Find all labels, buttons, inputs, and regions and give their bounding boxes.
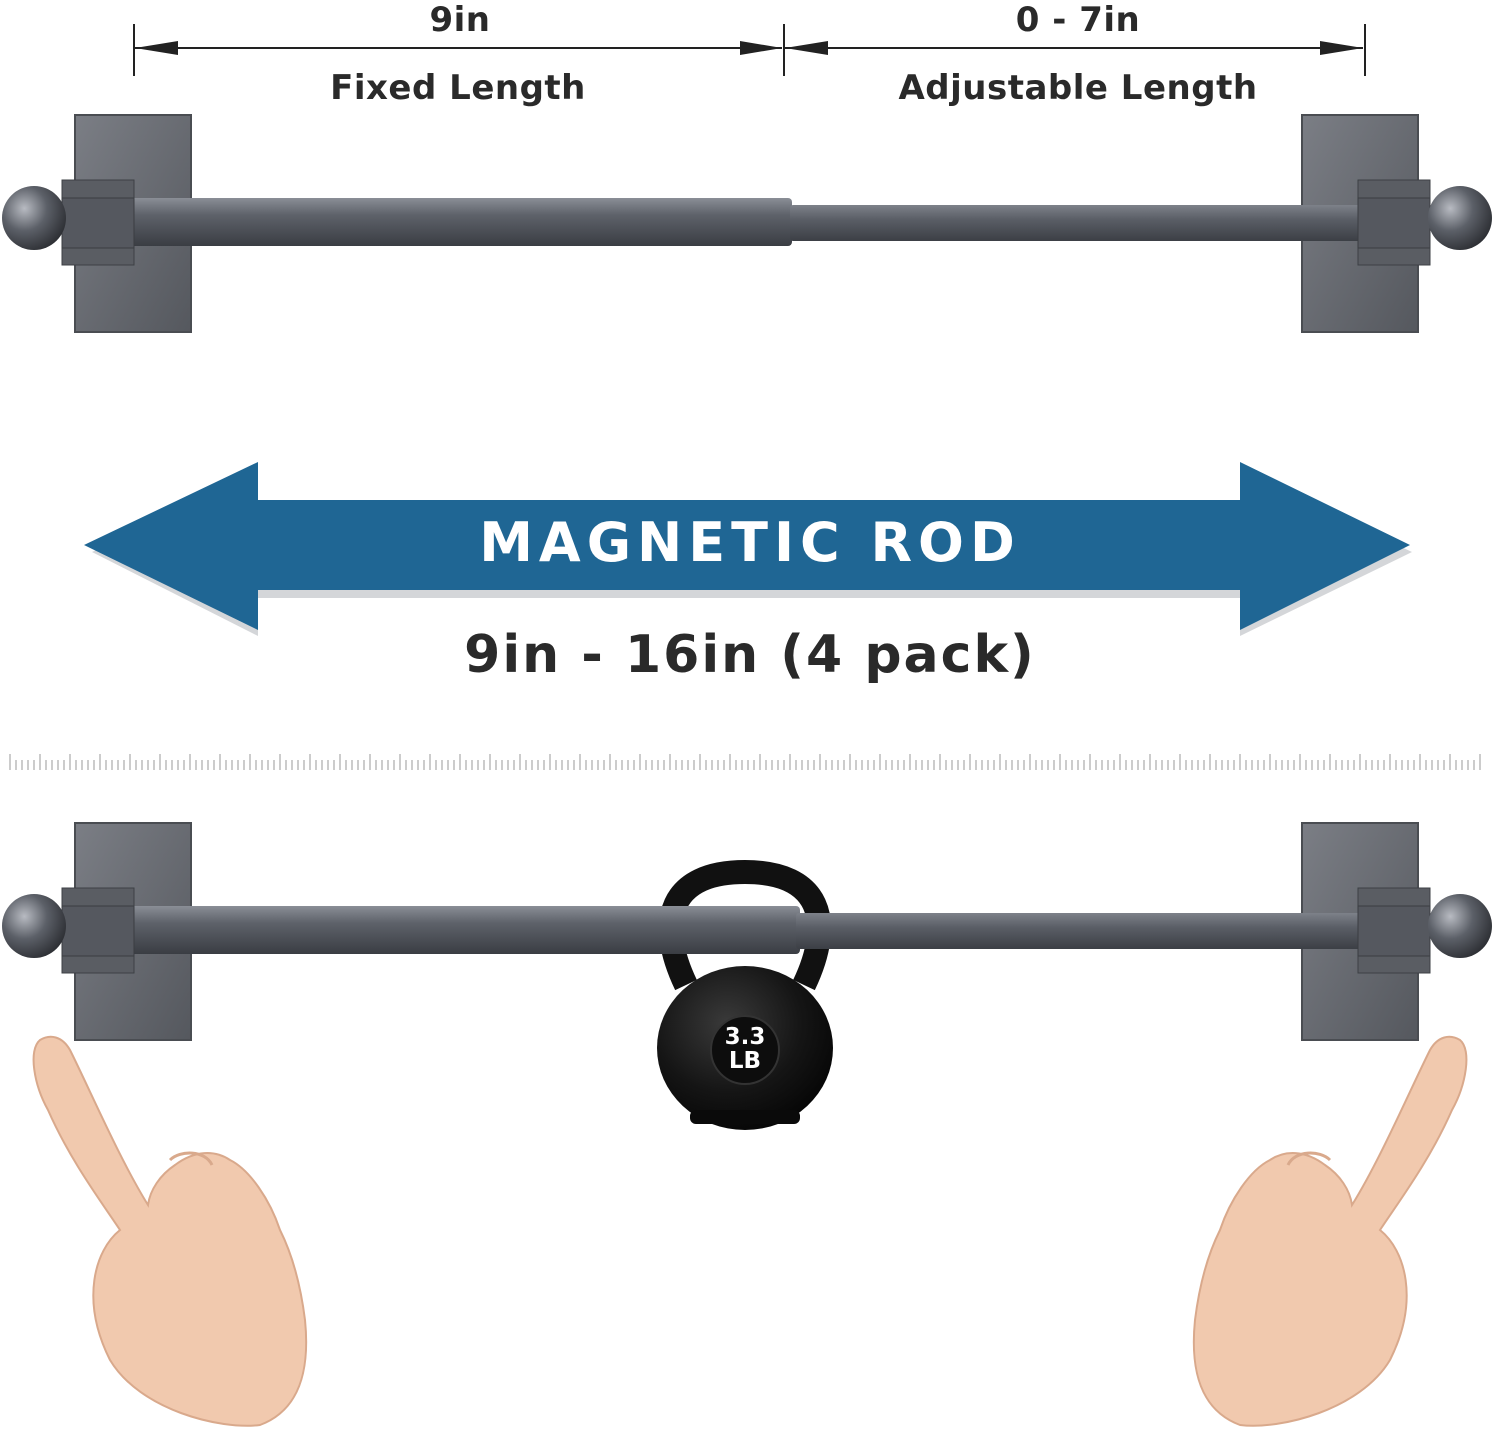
- banner-title: MAGNETIC ROD: [479, 511, 1021, 574]
- length-range-label: 9in - 16in (4 pack): [464, 625, 1036, 685]
- adjustable-length-dimension-line: [785, 47, 1363, 49]
- kettlebell-icon: [657, 966, 833, 1130]
- dim-tick-left: [133, 24, 135, 76]
- adjustable-length-value: 0 - 7in: [1015, 0, 1141, 40]
- dim-tick-right: [1364, 24, 1366, 76]
- dim-tick-middle: [783, 24, 785, 76]
- kettlebell-weight-label: 3.3 LB: [724, 1024, 766, 1074]
- fixed-length-value: 9in: [429, 0, 491, 40]
- fixed-length-dimension-line: [135, 47, 782, 49]
- fixed-length-label: Fixed Length: [330, 68, 586, 108]
- adjustable-length-label: Adjustable Length: [898, 68, 1258, 108]
